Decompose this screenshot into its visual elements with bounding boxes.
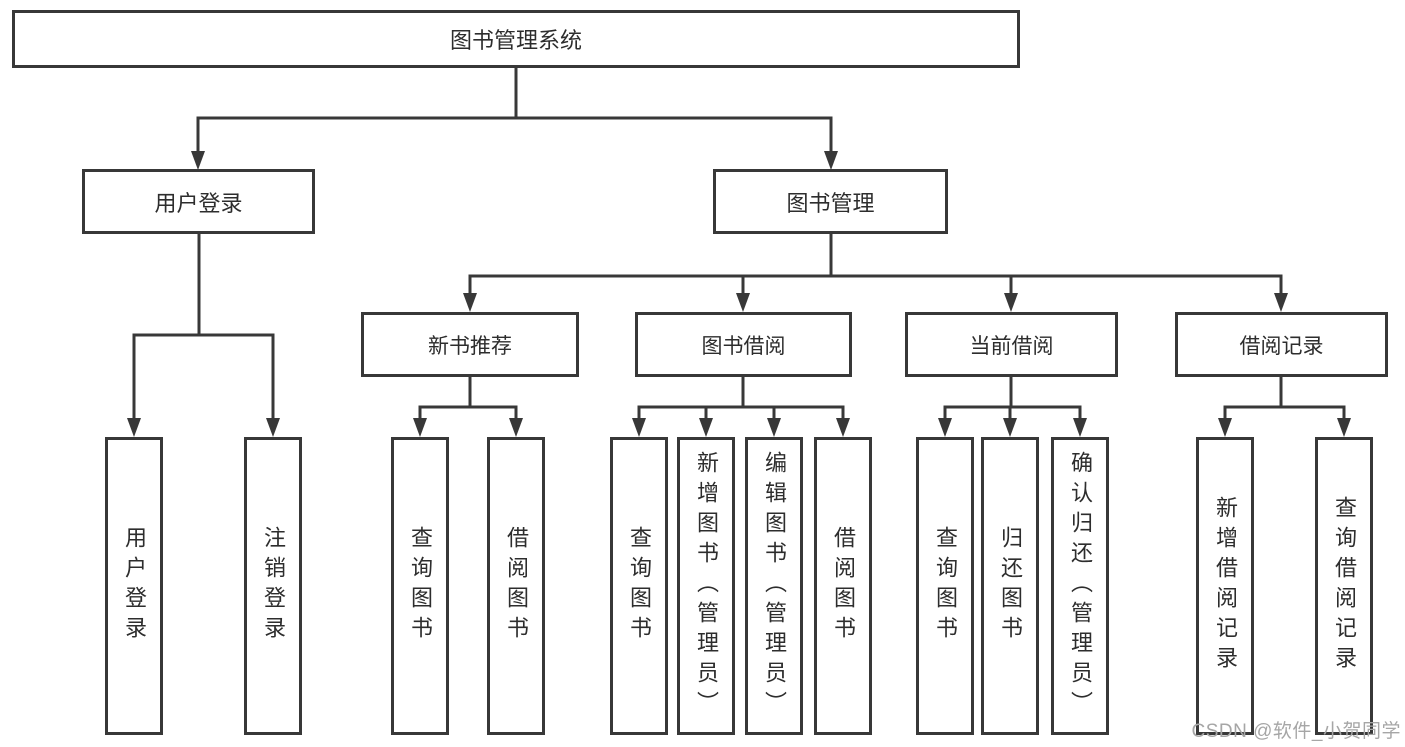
leaf-logout: 注销登录 [244, 437, 302, 735]
leaf-label: 确认归还（管理员） [1068, 451, 1093, 721]
connector-root-to-level2 [191, 66, 838, 170]
connector-user-login-to-leaves [127, 232, 280, 437]
connector-current-borrow-to-leaves [938, 375, 1087, 437]
node-borrow-records: 借阅记录 [1175, 312, 1388, 377]
leaf-label: 查询借阅记录 [1332, 496, 1357, 676]
connector-book-borrow-to-leaves [632, 375, 850, 437]
node-user-login: 用户登录 [82, 169, 315, 234]
node-book-borrow: 图书借阅 [635, 312, 852, 377]
leaf-label: 新增图书（管理员） [694, 451, 719, 721]
leaf-borrow-add-admin: 新增图书（管理员） [677, 437, 735, 735]
leaf-label: 查询图书 [933, 526, 958, 646]
leaf-current-confirm-admin: 确认归还（管理员） [1051, 437, 1109, 735]
leaf-new-books-query: 查询图书 [391, 437, 449, 735]
leaf-label: 查询图书 [408, 526, 433, 646]
connector-new-books-to-leaves [413, 375, 523, 437]
leaf-label: 用户登录 [122, 526, 147, 646]
leaf-borrow-query: 查询图书 [610, 437, 668, 735]
node-new-books: 新书推荐 [361, 312, 579, 377]
leaf-user-login: 用户登录 [105, 437, 163, 735]
leaf-label: 查询图书 [627, 526, 652, 646]
leaf-label: 编辑图书（管理员） [762, 451, 787, 721]
csdn-watermark: CSDN @软件_小贺同学 [1191, 721, 1401, 742]
leaf-new-books-borrow: 借阅图书 [487, 437, 545, 735]
leaf-borrow-book: 借阅图书 [814, 437, 872, 735]
node-current-borrow: 当前借阅 [905, 312, 1118, 377]
node-label: 图书管理 [786, 190, 875, 216]
leaf-borrow-edit-admin: 编辑图书（管理员） [745, 437, 803, 735]
leaf-label: 新增借阅记录 [1213, 496, 1238, 676]
leaf-current-query: 查询图书 [916, 437, 974, 735]
node-label: 图书借阅 [701, 334, 786, 358]
leaf-label: 借阅图书 [504, 526, 529, 646]
node-label: 当前借阅 [969, 334, 1054, 358]
leaf-records-add: 新增借阅记录 [1196, 437, 1254, 735]
leaf-label: 注销登录 [261, 526, 286, 646]
node-label: 用户登录 [154, 190, 243, 216]
leaf-label: 借阅图书 [831, 526, 856, 646]
node-root-system: 图书管理系统 [12, 10, 1020, 68]
connector-borrow-records-to-leaves [1218, 375, 1351, 437]
node-label: 借阅记录 [1239, 334, 1324, 358]
leaf-current-return: 归还图书 [981, 437, 1039, 735]
connector-book-mgmt-to-level3 [463, 232, 1288, 312]
node-label: 图书管理系统 [449, 28, 582, 53]
node-book-mgmt: 图书管理 [713, 169, 948, 234]
leaf-label: 归还图书 [998, 526, 1023, 646]
leaf-records-query: 查询借阅记录 [1315, 437, 1373, 735]
node-label: 新书推荐 [428, 334, 512, 358]
